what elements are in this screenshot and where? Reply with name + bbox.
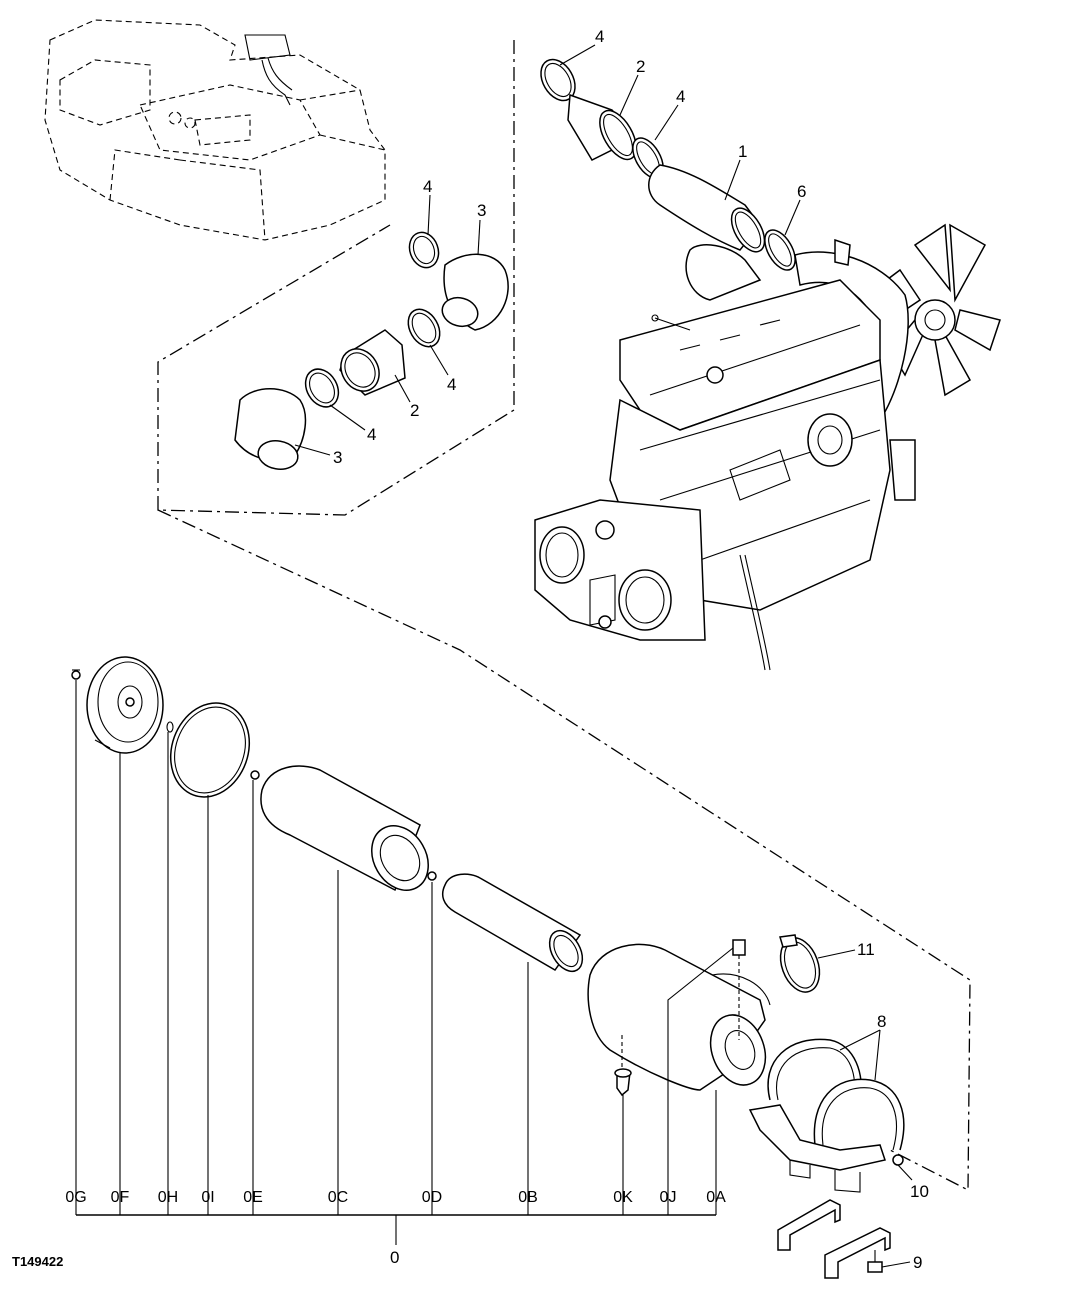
- callout-10: 10: [910, 1182, 929, 1201]
- callout-4: 4: [423, 177, 432, 196]
- callout-4: 4: [447, 375, 456, 394]
- callout-labels: 4 2 4 1 6 4 3 4 2 4 3 11 8 10 9 0: [333, 27, 929, 1272]
- code-0E: 0E: [243, 1189, 263, 1206]
- callout-4: 4: [595, 27, 604, 46]
- callout-11: 11: [857, 940, 875, 959]
- callout-3: 3: [333, 448, 342, 467]
- code-0C: 0C: [328, 1189, 348, 1206]
- callout-1: 1: [738, 142, 747, 161]
- code-0I: 0I: [201, 1189, 214, 1206]
- engine-illustration: [534, 223, 1001, 671]
- callout-9: 9: [913, 1253, 922, 1272]
- callout-8: 8: [877, 1012, 886, 1031]
- dashed-group-outlines: [157, 40, 971, 1192]
- assembly-code-labels: 0G 0F 0H 0I 0E 0C 0D 0B 0K 0J 0A: [65, 1189, 726, 1206]
- code-0D: 0D: [422, 1189, 442, 1206]
- tube-group-left: [234, 231, 509, 470]
- callout-4: 4: [676, 87, 685, 106]
- machine-locator-illustration: [44, 19, 386, 241]
- figure-id: T149422: [12, 1254, 63, 1269]
- callout-2: 2: [410, 401, 419, 420]
- leader-lines: [75, 44, 913, 1268]
- upper-intake-hoses: [540, 58, 796, 271]
- code-0K: 0K: [613, 1189, 633, 1206]
- callout-0: 0: [390, 1248, 399, 1267]
- callout-2: 2: [636, 57, 645, 76]
- air-cleaner-components: [71, 656, 905, 1279]
- code-0A: 0A: [706, 1189, 726, 1206]
- code-0H: 0H: [158, 1189, 178, 1206]
- code-0F: 0F: [111, 1189, 130, 1206]
- callout-6: 6: [797, 182, 806, 201]
- callout-3: 3: [477, 201, 486, 220]
- code-0G: 0G: [65, 1189, 86, 1206]
- code-0B: 0B: [518, 1189, 538, 1206]
- callout-4: 4: [367, 425, 376, 444]
- code-0J: 0J: [660, 1189, 677, 1206]
